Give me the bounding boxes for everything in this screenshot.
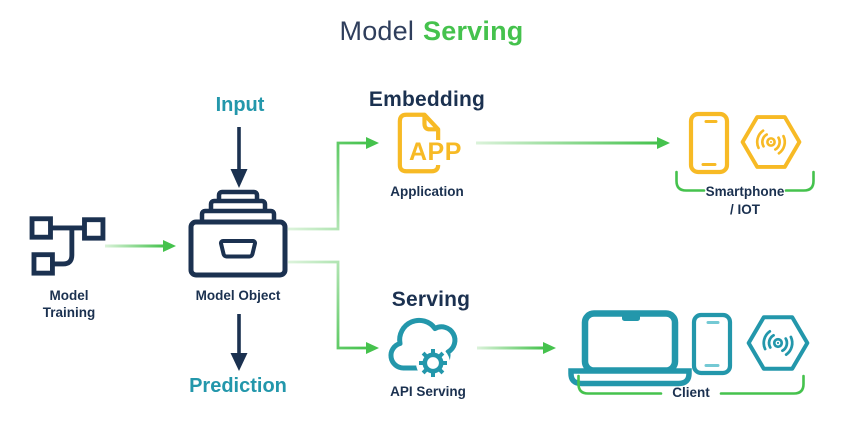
smartphone-icon bbox=[688, 111, 730, 175]
serving-heading: Serving bbox=[391, 288, 471, 311]
smartphone-iot-label-line2: / IOT bbox=[730, 201, 760, 217]
model-object-icon bbox=[188, 189, 288, 278]
client-smartphone-icon bbox=[691, 312, 733, 376]
input-label: Input bbox=[215, 94, 265, 116]
model-training-label: Model Training bbox=[42, 288, 96, 320]
smartphone-iot-label: Smartphone / IOT bbox=[675, 183, 815, 218]
client-iot-hexagon-icon bbox=[746, 315, 810, 371]
prediction-arrow-icon bbox=[230, 314, 248, 371]
title-model-text: Model bbox=[339, 16, 415, 46]
arrow-training-to-object bbox=[105, 240, 176, 252]
laptop-icon bbox=[568, 310, 692, 387]
embedding-heading: Embedding bbox=[368, 88, 486, 111]
client-bracket bbox=[577, 374, 805, 395]
cloud-api-icon bbox=[388, 317, 458, 380]
gear-icon bbox=[416, 346, 450, 380]
app-document-icon bbox=[397, 112, 441, 174]
application-label: Application bbox=[390, 184, 464, 199]
app-icon-text: APP bbox=[407, 138, 464, 166]
client-label: Client bbox=[672, 385, 710, 400]
prediction-label: Prediction bbox=[189, 375, 287, 397]
arrow-application-to-devices bbox=[476, 137, 670, 149]
page-title: Model Serving bbox=[0, 16, 863, 47]
input-arrow-icon bbox=[230, 127, 248, 188]
smartphone-iot-label-line1: Smartphone bbox=[705, 184, 785, 199]
model-object-label: Model Object bbox=[195, 288, 281, 303]
model-training-icon bbox=[29, 216, 106, 276]
api-serving-label: API Serving bbox=[390, 384, 466, 399]
connector-object-to-application bbox=[288, 137, 379, 231]
smartphone-iot-bracket bbox=[675, 170, 815, 192]
title-serving-text: Serving bbox=[423, 16, 524, 46]
arrow-api-to-client bbox=[477, 342, 556, 354]
iot-hexagon-icon bbox=[740, 115, 802, 169]
connector-object-to-api bbox=[288, 260, 379, 354]
